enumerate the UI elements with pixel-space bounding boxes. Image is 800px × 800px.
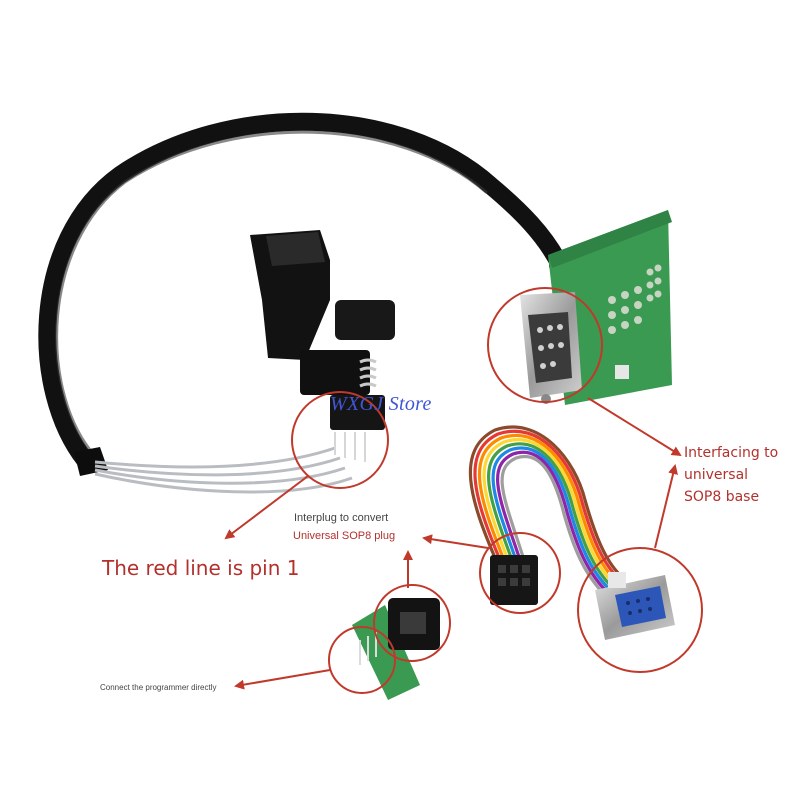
db15-male-highlight-circle — [487, 287, 603, 403]
pin1-highlight-circle — [291, 391, 389, 489]
connect-directly-caption: Connect the programmer directly — [100, 683, 217, 692]
sop8-adapter-socket — [352, 598, 440, 700]
clip-spring — [359, 358, 377, 388]
cable-sleeve — [74, 447, 108, 476]
cable-highlight — [55, 130, 488, 452]
adapter-pins-highlight-circle — [328, 626, 396, 694]
store-watermark: WXGJ Store — [330, 393, 432, 415]
interfacing-caption-line2: universal — [684, 467, 749, 483]
db15-female-connector — [595, 572, 675, 640]
pin1-caption: The red line is pin 1 — [102, 556, 300, 580]
sop8-socket-highlight-circle — [373, 584, 451, 662]
interfacing-caption-line3: SOP8 base — [684, 489, 760, 505]
silver-wires — [94, 446, 353, 494]
sop8-test-clip — [250, 230, 395, 462]
interfacing-caption-line1: Interfacing to — [684, 445, 779, 461]
db15-male-connector — [520, 292, 582, 404]
interplug-caption-line2: Universal SOP8 plug — [293, 530, 396, 542]
black-cable — [38, 112, 569, 469]
annotation-circles — [291, 287, 703, 694]
annotation-arrows — [224, 397, 682, 690]
interplug-caption-line1: Interplug to convert — [294, 512, 389, 524]
idc-header — [490, 555, 538, 605]
rainbow-ribbon-cable — [468, 425, 622, 598]
db15-female-highlight-circle — [577, 547, 703, 673]
idc-highlight-circle — [479, 532, 561, 614]
